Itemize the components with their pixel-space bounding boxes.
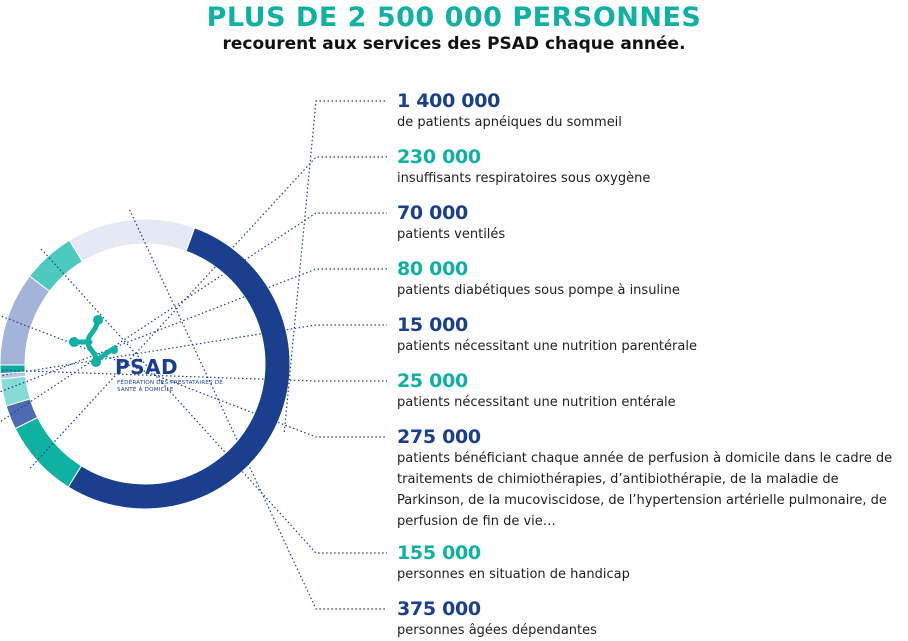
leader-line-6 <box>0 369 387 382</box>
legend-value: 230 000 <box>397 146 481 168</box>
legend-value: 375 000 <box>397 598 481 620</box>
legend-value: 1 400 000 <box>397 90 501 112</box>
legend-item: 230 000 insuffisants respiratoires sous o… <box>397 146 905 189</box>
legend-item: 15 000 patients nécessitant une nutrition… <box>397 314 905 357</box>
legend-item: 1 400 000 de patients apnéiques du sommei… <box>397 90 905 133</box>
leader-line-1 <box>283 100 387 433</box>
psad-logo: PSAD FÉDÉRATION DES PRESTATAIRES DE SANT… <box>66 312 236 402</box>
legend-value: 15 000 <box>397 314 468 336</box>
legend-label: patients bénéficiant chaque année de per… <box>397 451 893 529</box>
donut-slice-9 <box>68 218 196 263</box>
legend-item: 80 000 patients diabétiques sous pompe à … <box>397 258 905 301</box>
leader-line-5 <box>0 324 387 377</box>
legend-value: 70 000 <box>397 202 468 224</box>
leader-line-8 <box>40 248 387 554</box>
logo-tagline: FÉDÉRATION DES PRESTATAIRES DE SANTÉ À D… <box>117 380 224 393</box>
legend-item: 375 000 personnes âgées dépendantes <box>397 598 905 641</box>
legend-label: patients nécessitant une nutrition paren… <box>397 339 697 354</box>
legend-value: 80 000 <box>397 258 468 280</box>
legend-label: personnes en situation de handicap <box>397 567 630 582</box>
subheadline: recourent aux services des PSAD chaque a… <box>222 34 686 54</box>
legend-label: patients diabétiques sous pompe à insuli… <box>397 283 680 298</box>
logo-wordmark: PSAD <box>115 355 179 379</box>
legend-label: insuffisants respiratoires sous oxygène <box>397 171 651 186</box>
legend-label: personnes âgées dépendantes <box>397 623 597 638</box>
psad-molecule-icon <box>69 315 118 367</box>
legend-label: patients nécessitant une nutrition entér… <box>397 395 676 410</box>
legend-value: 275 000 <box>397 426 481 448</box>
legend-item: 155 000 personnes en situation de handica… <box>397 542 905 585</box>
headline: PLUS DE 2 500 000 PERSONNES <box>206 2 702 33</box>
legend-label: de patients apnéiques du sommeil <box>397 115 622 130</box>
leader-line-3 <box>0 212 387 422</box>
donut-slice-7 <box>0 275 51 366</box>
legend-value: 25 000 <box>397 370 468 392</box>
legend-item: 70 000 patients ventilés <box>397 202 905 245</box>
leader-line-7 <box>0 315 387 438</box>
donut-slice-6 <box>0 364 26 375</box>
legend-item: 25 000 patients nécessitant une nutrition… <box>397 370 905 413</box>
legend-item: 275 000 patients bénéficiant chaque année… <box>397 426 905 532</box>
leader-line-9 <box>129 209 387 610</box>
donut-slice-2 <box>14 416 83 488</box>
legend-value: 155 000 <box>397 542 481 564</box>
legend-label: patients ventilés <box>397 227 506 242</box>
